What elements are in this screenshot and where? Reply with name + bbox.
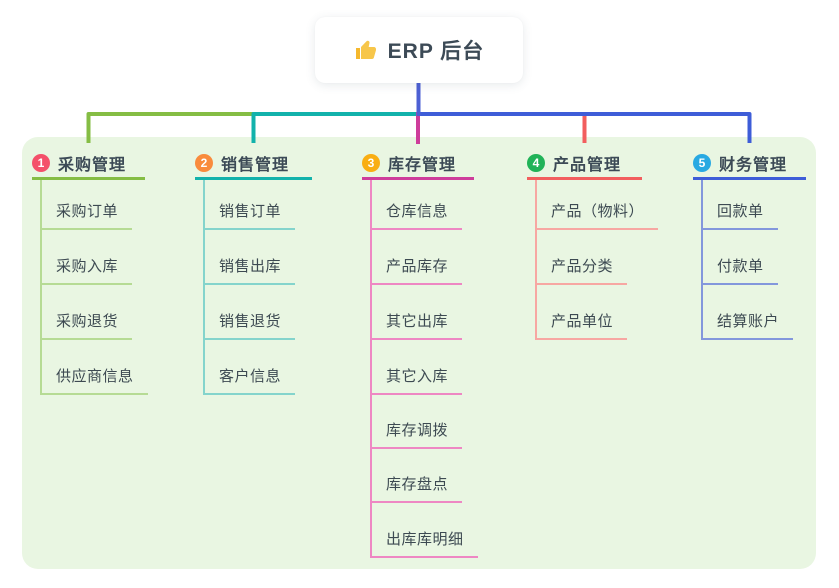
branch-trunk-line — [535, 180, 537, 340]
branch-label: 财务管理 — [719, 156, 788, 174]
branch-node-3[interactable]: 3 库存管理 — [362, 151, 474, 180]
root-node[interactable]: ERP 后台 — [315, 17, 523, 83]
child-node[interactable]: 结算账户 — [701, 313, 794, 340]
child-node[interactable]: 回款单 — [701, 203, 778, 230]
child-node[interactable]: 销售退货 — [203, 313, 296, 340]
thumbs-up-icon — [354, 38, 378, 62]
branch-node-4[interactable]: 4 产品管理 — [527, 151, 642, 180]
child-node[interactable]: 产品单位 — [535, 313, 628, 340]
child-node[interactable]: 其它入库 — [370, 368, 463, 395]
branch-node-2[interactable]: 2 销售管理 — [195, 151, 312, 180]
child-node[interactable]: 采购入库 — [40, 258, 133, 285]
branches-panel — [22, 137, 816, 569]
branch-node-5[interactable]: 5 财务管理 — [693, 151, 806, 180]
branch-trunk-line — [370, 180, 372, 558]
branch-badge-4: 4 — [527, 153, 545, 172]
child-node[interactable]: 客户信息 — [203, 368, 296, 395]
branch-trunk-line — [40, 180, 42, 395]
child-node[interactable]: 供应商信息 — [40, 368, 148, 395]
child-node[interactable]: 付款单 — [701, 258, 778, 285]
child-node[interactable]: 采购订单 — [40, 203, 133, 230]
branch-trunk-line — [203, 180, 205, 395]
branch-badge-5: 5 — [693, 153, 711, 172]
child-node[interactable]: 库存盘点 — [370, 476, 463, 503]
branch-badge-3: 3 — [362, 153, 380, 172]
branch-node-1[interactable]: 1 采购管理 — [32, 151, 145, 180]
branch-label: 产品管理 — [553, 156, 622, 174]
branch-label: 库存管理 — [388, 156, 457, 174]
child-node[interactable]: 库存调拨 — [370, 422, 463, 449]
branch-label: 销售管理 — [221, 156, 290, 174]
root-node-title: ERP 后台 — [387, 40, 485, 63]
branch-badge-2: 2 — [195, 153, 213, 172]
branch-badge-1: 1 — [32, 153, 50, 172]
child-node[interactable]: 采购退货 — [40, 313, 133, 340]
child-node[interactable]: 产品分类 — [535, 258, 628, 285]
child-node[interactable]: 销售订单 — [203, 203, 296, 230]
child-node[interactable]: 仓库信息 — [370, 203, 463, 230]
branch-trunk-line — [701, 180, 703, 340]
child-node[interactable]: 其它出库 — [370, 313, 463, 340]
branch-label: 采购管理 — [58, 156, 127, 174]
child-node[interactable]: 产品库存 — [370, 258, 463, 285]
child-node[interactable]: 出库库明细 — [370, 531, 478, 558]
child-node[interactable]: 产品（物料） — [535, 203, 659, 230]
child-node[interactable]: 销售出库 — [203, 258, 296, 285]
